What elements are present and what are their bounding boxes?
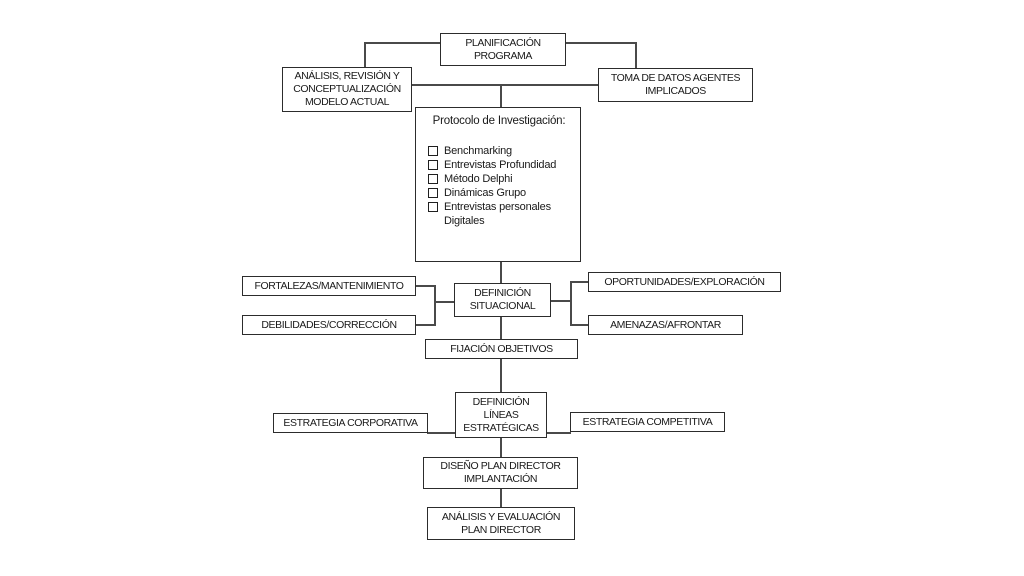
checklist-item-label: Entrevistas personales Digitales [444,201,551,227]
node-fortalezas-mantenimiento: FORTALEZAS/MANTENIMIENTO [242,276,416,296]
node-oportunidades-exploracion: OPORTUNIDADES/EXPLORACIÓN [588,272,781,292]
node-label: ESTRATEGIA CORPORATIVA [283,416,418,429]
checklist-item-label: Método Delphi [444,173,513,185]
checklist-item-label: Dinámicas Grupo [444,187,526,199]
protocolo-title: Protocolo de Investigación: [432,115,566,127]
node-label: DEBILIDADES/CORRECCIÓN [261,318,397,331]
node-fijacion-objetivos: FIJACIÓN OBJETIVOS [425,339,578,359]
checklist-item: Benchmarking [428,144,572,158]
node-label: OPORTUNIDADES/EXPLORACIÓN [604,275,765,288]
checklist-item: Entrevistas personales Digitales [428,200,572,228]
node-amenazas-afrontar: AMENAZAS/AFRONTAR [588,315,743,335]
node-label: DEFINICIÓN SITUACIONAL [469,287,536,312]
checklist-item-label: Benchmarking [444,145,512,157]
node-label: TOMA DE DATOS AGENTES IMPLICADOS [610,72,741,97]
checkbox-icon [428,188,438,198]
checklist-item: Método Delphi [428,172,572,186]
node-label: ANÁLISIS, REVISIÓN Y CONCEPTUALIZACIÓN M… [293,70,401,108]
node-estrategia-competitiva: ESTRATEGIA COMPETITIVA [570,412,725,432]
node-protocolo-investigacion: Protocolo de Investigación: Benchmarking… [415,107,581,262]
node-diseno-plan-director: DISEÑO PLAN DIRECTOR IMPLANTACIÓN [423,457,578,489]
checkbox-icon [428,174,438,184]
node-debilidades-correccion: DEBILIDADES/CORRECCIÓN [242,315,416,335]
node-label: AMENAZAS/AFRONTAR [610,318,721,331]
node-label: ESTRATEGIA COMPETITIVA [582,415,713,428]
node-label: PLANIFICACIÓN PROGRAMA [465,36,541,62]
node-label: FORTALEZAS/MANTENIMIENTO [254,279,404,292]
protocolo-checklist: Benchmarking Entrevistas Profundidad Mét… [428,144,572,228]
node-toma-datos-agentes: TOMA DE DATOS AGENTES IMPLICADOS [598,68,753,102]
node-planificacion-programa: PLANIFICACIÓN PROGRAMA [440,33,566,66]
node-label: DISEÑO PLAN DIRECTOR IMPLANTACIÓN [440,460,561,485]
node-definicion-lineas-estrategicas: DEFINICIÓN LÍNEAS ESTRATÉGICAS [455,392,547,438]
node-analisis-evaluacion-plan-director: ANÁLISIS Y EVALUACIÓN PLAN DIRECTOR [427,507,575,540]
checklist-item: Entrevistas Profundidad [428,158,572,172]
checkbox-icon [428,160,438,170]
node-estrategia-corporativa: ESTRATEGIA CORPORATIVA [273,413,428,433]
checkbox-icon [428,202,438,212]
node-label: DEFINICIÓN LÍNEAS ESTRATÉGICAS [463,395,539,434]
node-analisis-revision-modelo-actual: ANÁLISIS, REVISIÓN Y CONCEPTUALIZACIÓN M… [282,67,412,112]
node-label: FIJACIÓN OBJETIVOS [450,342,553,355]
checklist-item: Dinámicas Grupo [428,186,572,200]
checklist-item-label: Entrevistas Profundidad [444,159,557,171]
checkbox-icon [428,146,438,156]
node-label: ANÁLISIS Y EVALUACIÓN PLAN DIRECTOR [441,510,561,536]
node-definicion-situacional: DEFINICIÓN SITUACIONAL [454,283,551,317]
